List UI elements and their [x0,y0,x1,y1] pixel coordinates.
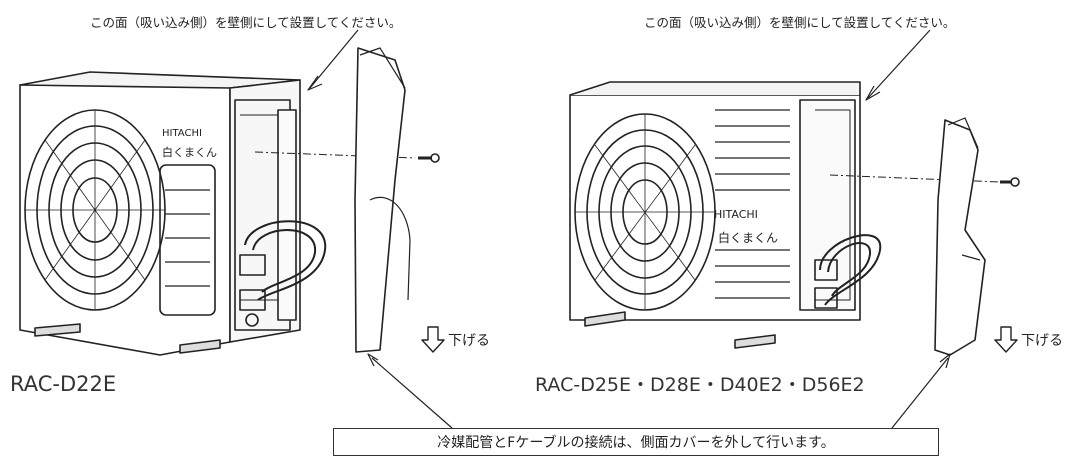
screw-right-icon [1000,177,1020,187]
note-text: 冷媒配管とFケーブルの接続は、側面カバーを外して行います。 [437,435,835,451]
brand-sub-right: 白くまくん [718,230,778,245]
pipes-right [819,234,882,306]
screw-left-icon [418,153,440,163]
lower-label-right: 下げる [1021,333,1063,349]
fan-grille-right [574,113,716,311]
model-name-left: RAC-D22E [10,372,117,396]
pipes-left [244,220,327,301]
callout-left: この面（吸い込み側）を壁側にして設置してください。 [90,15,402,30]
lower-label-left: 下げる [448,333,490,349]
louvres-left [159,164,216,316]
outdoor-unit-right [569,81,1001,349]
note-box: 冷媒配管とFケーブルの接続は、側面カバーを外して行います。 [333,428,939,456]
brand-sub-left: 白くまくん [162,145,217,159]
down-arrow-right-icon [994,326,1018,353]
callout-right: この面（吸い込み側）を壁側にして設置してください。 [644,15,956,30]
model-name-right: RAC-D25E・D28E・D40E2・D56E2 [535,374,865,396]
side-cover-left [354,47,411,353]
brand-logo-right: HITACHI [714,208,758,221]
down-arrow-left-icon [421,326,445,353]
fan-grille-left [24,109,166,311]
outdoor-unit-left [19,71,416,356]
side-cover-right [934,117,986,356]
louvres-right [715,109,790,299]
leader-lines [307,29,951,429]
brand-logo-left: HITACHI [162,128,202,139]
